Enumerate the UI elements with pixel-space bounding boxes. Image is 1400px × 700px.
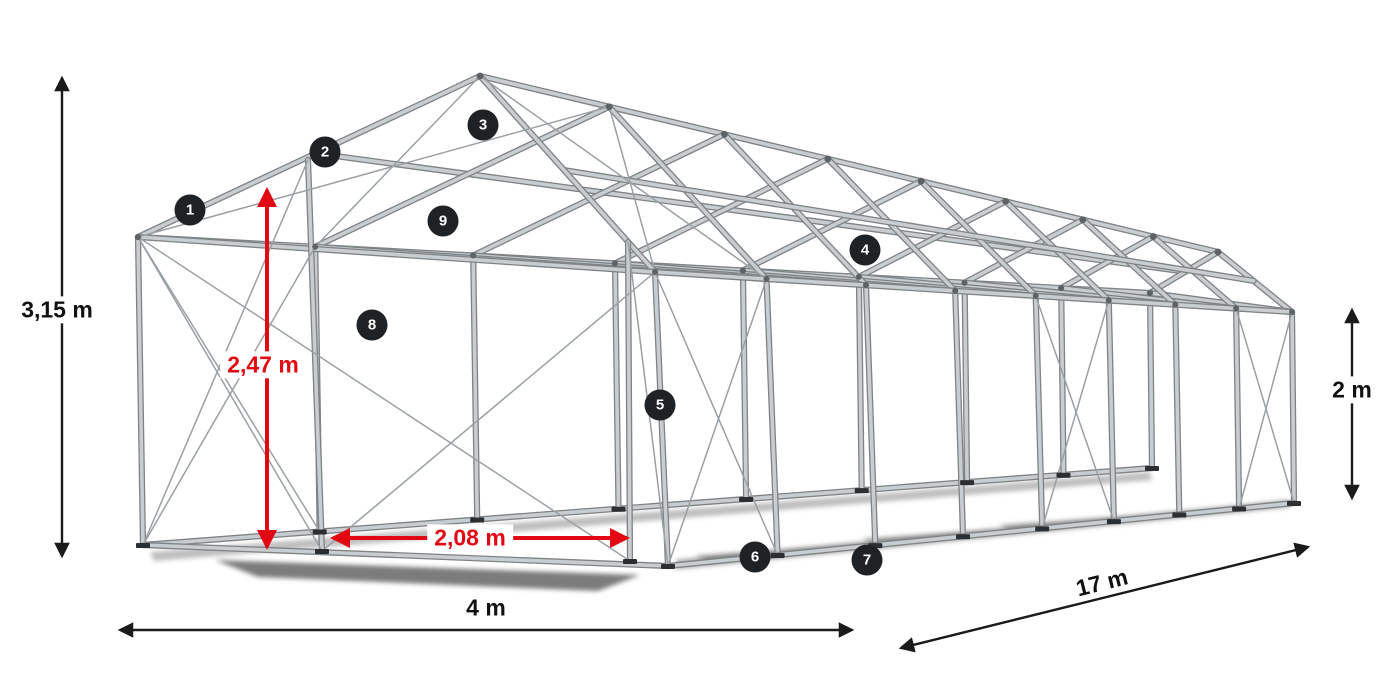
dimension-label-entrance-width: 2,08 m bbox=[427, 524, 513, 552]
callout-badge-5: 5 bbox=[644, 389, 676, 421]
dimension-label-entrance-height: 2,47 m bbox=[220, 351, 306, 379]
callout-badge-4: 4 bbox=[849, 234, 881, 266]
callout-badge-3: 3 bbox=[467, 109, 499, 141]
callout-badge-7: 7 bbox=[851, 544, 883, 576]
callout-badge-6: 6 bbox=[739, 541, 771, 573]
bracing-cables bbox=[137, 75, 1295, 567]
callout-badge-2: 2 bbox=[309, 136, 341, 168]
callout-badge-8: 8 bbox=[356, 309, 388, 341]
frame-connectors bbox=[135, 72, 1301, 569]
dimension-label-side-height: 2 m bbox=[1325, 376, 1379, 404]
dimension-label-width: 4 m bbox=[459, 594, 513, 622]
callout-badge-9: 9 bbox=[427, 205, 459, 237]
callout-badge-1: 1 bbox=[174, 194, 206, 226]
dimension-label-total-height: 3,15 m bbox=[14, 296, 100, 324]
